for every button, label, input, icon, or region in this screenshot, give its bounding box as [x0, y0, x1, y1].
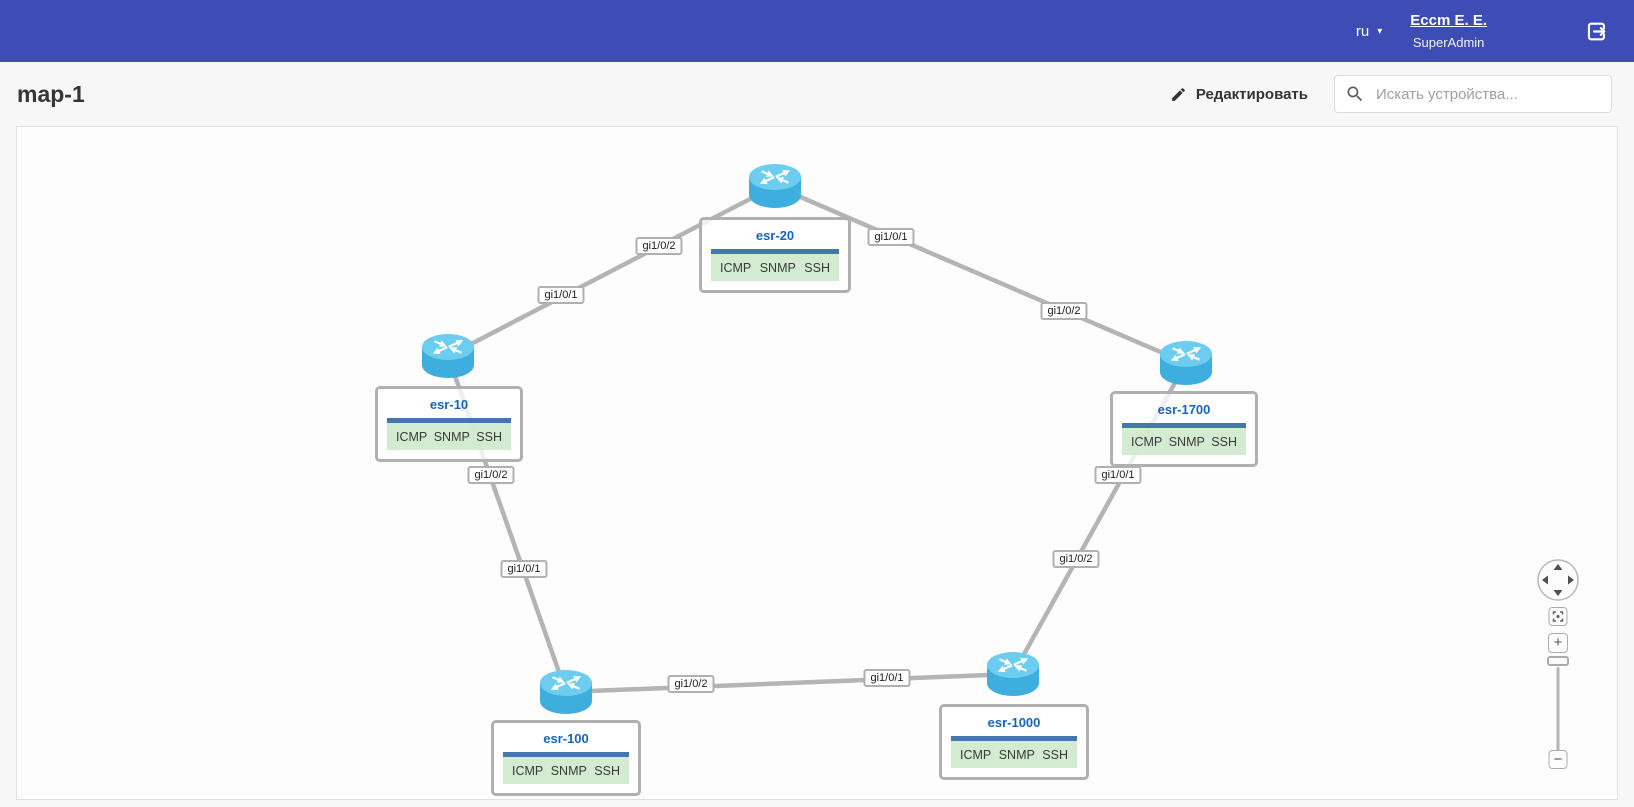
card-divider [711, 249, 839, 254]
link-line [445, 183, 778, 359]
status-badge: ICMP [720, 261, 752, 275]
status-badges: ICMP SNMP SSH [951, 741, 1077, 768]
status-badge: SNMP [433, 430, 470, 444]
node-name: esr-20 [755, 228, 795, 243]
card-divider [387, 418, 511, 423]
router-icon-esr-1700[interactable] [1158, 340, 1214, 386]
edit-button-label: Редактировать [1195, 85, 1308, 103]
topbar: ru ▾ Eccm E. E. SuperAdmin [0, 0, 1634, 62]
logout-icon [1583, 22, 1610, 48]
status-badge: SSH [594, 764, 620, 778]
node-name: esr-10 [429, 397, 469, 412]
interface-label: gi1/0/1 [1094, 466, 1142, 484]
status-badge: ICMP [1131, 435, 1163, 449]
page-title: map-1 [17, 80, 85, 107]
status-badge: SNMP [550, 764, 587, 778]
interface-label: gi1/0/2 [1040, 302, 1088, 320]
fit-view-icon [1552, 611, 1564, 622]
status-badge: SSH [1042, 748, 1068, 762]
status-badge: SNMP [998, 748, 1035, 762]
card-divider [503, 752, 629, 757]
status-badge: ICMP [960, 748, 992, 762]
status-badge: SSH [804, 261, 830, 275]
interface-label: gi1/0/1 [500, 560, 548, 578]
logout-button[interactable] [1583, 18, 1610, 45]
pencil-icon [1170, 86, 1187, 103]
interface-label: gi1/0/1 [863, 669, 911, 687]
pan-left-icon [1542, 575, 1548, 585]
pan-control[interactable] [1535, 557, 1581, 603]
search-input[interactable] [1334, 75, 1612, 113]
status-badges: ICMP SNMP SSH [503, 757, 629, 784]
status-badges: ICMP SNMP SSH [387, 423, 511, 450]
status-badge: SNMP [1168, 435, 1205, 449]
card-divider [1122, 423, 1246, 428]
search-icon [1345, 84, 1365, 104]
fit-view-button[interactable] [1548, 607, 1568, 626]
router-icon-esr-1000[interactable] [985, 651, 1041, 697]
status-badges: ICMP SNMP SSH [1122, 428, 1246, 455]
search-box [1334, 75, 1612, 113]
user-link[interactable]: Eccm E. E. [1410, 12, 1487, 29]
zoom-slider-track[interactable] [1556, 667, 1560, 752]
status-badge: SNMP [759, 261, 796, 275]
user-box: Eccm E. E. SuperAdmin [1410, 12, 1487, 50]
interface-label: gi1/0/2 [667, 675, 715, 693]
pan-down-icon [1553, 590, 1563, 596]
card-divider [951, 736, 1077, 741]
status-badges: ICMP SNMP SSH [711, 254, 839, 281]
node-name: esr-1700 [1157, 402, 1211, 417]
router-icon-esr-10[interactable] [420, 333, 476, 379]
zoom-out-button[interactable]: − [1548, 750, 1568, 769]
interface-label: gi1/0/1 [867, 228, 915, 246]
interface-label: gi1/0/2 [467, 466, 515, 484]
router-icon-esr-100[interactable] [538, 669, 594, 715]
interface-label: gi1/0/2 [1052, 550, 1100, 568]
status-badge: SSH [1211, 435, 1237, 449]
status-badge: SSH [476, 430, 502, 444]
pan-up-icon [1553, 564, 1563, 570]
language-label: ru [1355, 22, 1370, 40]
user-role: SuperAdmin [1412, 35, 1485, 50]
zoom-in-button[interactable]: + [1548, 633, 1568, 653]
map-nav-controls: + − [1531, 555, 1585, 779]
edit-button[interactable]: Редактировать [1170, 86, 1308, 103]
link-line [772, 183, 1189, 366]
chevron-down-icon: ▾ [1377, 26, 1383, 37]
link-line [563, 671, 1016, 695]
node-name: esr-100 [543, 731, 589, 746]
toolbar: map-1 Редактировать [0, 62, 1634, 126]
zoom-slider-handle[interactable] [1547, 656, 1569, 666]
status-badge: ICMP [512, 764, 544, 778]
node-name: esr-1000 [987, 715, 1041, 730]
router-icon-esr-20[interactable] [747, 163, 803, 209]
interface-label: gi1/0/2 [635, 237, 683, 255]
interface-label: gi1/0/1 [537, 286, 585, 304]
pan-right-icon [1568, 575, 1574, 585]
status-badge: ICMP [396, 430, 428, 444]
language-selector[interactable]: ru ▾ [1356, 23, 1382, 40]
